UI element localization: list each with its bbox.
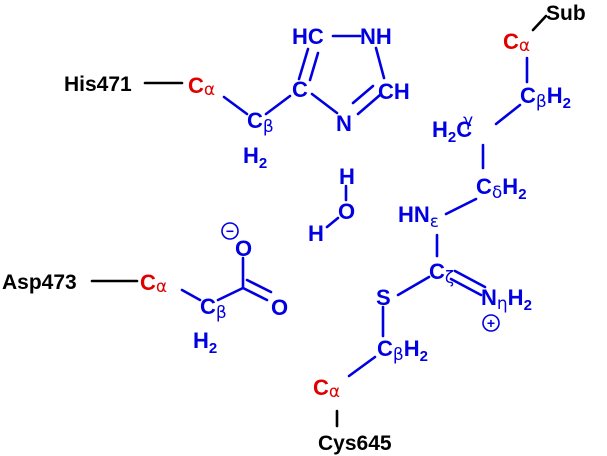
sub-c-beta-h2: CβH2 bbox=[520, 83, 571, 112]
bond-sub-calpha bbox=[531, 14, 548, 32]
positive-charge-sign: + bbox=[487, 315, 495, 331]
alpha-carbons: Cα Cα Cα Cα bbox=[140, 29, 530, 402]
bond-imidazole-c-hc-double bbox=[308, 51, 320, 82]
residue-cys645: Cys645 bbox=[318, 432, 392, 455]
asp-side-chain: Cβ H2 O O − bbox=[193, 222, 288, 357]
his-side-chain: Cβ H2 C HC NH CH N bbox=[243, 24, 410, 172]
negative-charge-badge: − bbox=[221, 222, 239, 240]
residue-his471: His471 bbox=[64, 73, 132, 96]
bond-asp-cgamma-o-double-b bbox=[245, 278, 273, 294]
residue-substrate: Sub bbox=[546, 2, 586, 25]
bond-asp-cgamma-o-double-a bbox=[241, 286, 269, 302]
bond-asp-cbeta-cgamma bbox=[216, 286, 245, 302]
sub-hn-epsilon: HNε bbox=[398, 202, 439, 232]
bond-czeta-neta-b bbox=[453, 269, 487, 289]
water-h-top: H bbox=[339, 164, 355, 189]
bond-imidazole-nh-ch bbox=[374, 46, 386, 80]
cys-c-beta-h2: CβH2 bbox=[377, 336, 428, 365]
sub-c-delta-h2: CδH2 bbox=[476, 174, 527, 203]
cys-s: S bbox=[376, 285, 391, 310]
his-c-alpha: Cα bbox=[188, 73, 215, 100]
positive-charge-circle bbox=[482, 314, 500, 332]
asp-o-minus: O bbox=[235, 236, 252, 261]
water-molecule: H O H bbox=[308, 164, 355, 246]
his-h2-beta: H2 bbox=[243, 143, 267, 172]
imidazole-ch: CH bbox=[378, 79, 410, 104]
bond-his-cbeta-cgamma bbox=[264, 94, 292, 116]
residue-asp473: Asp473 bbox=[2, 271, 77, 294]
water-h-left: H bbox=[308, 221, 324, 246]
his-c-beta: Cβ bbox=[247, 108, 274, 137]
positive-charge-badge: + bbox=[482, 314, 500, 332]
negative-charge-sign: − bbox=[226, 223, 234, 239]
bond-sub-cbeta-cgamma bbox=[494, 103, 522, 126]
asp-c-alpha: Cα bbox=[140, 270, 167, 297]
bond-his-calpha-cbeta bbox=[222, 95, 249, 116]
negative-charge-circle bbox=[221, 222, 239, 240]
asp-h2-beta: H2 bbox=[193, 328, 217, 357]
bond-asp-calpha-cbeta bbox=[180, 288, 202, 302]
bond-sub-cdelta-nepsilon bbox=[444, 197, 478, 216]
bond-czeta-neta-a bbox=[449, 277, 483, 297]
water-o: O bbox=[338, 199, 355, 224]
bond-lines bbox=[90, 14, 548, 428]
cys-c-alpha: Cα bbox=[313, 375, 340, 402]
sub-n-eta-h2: NηH2 bbox=[481, 285, 532, 314]
sub-c-alpha: Cα bbox=[503, 29, 530, 56]
substrate-side-chain: CβH2 H2Cγ CδH2 HNε Cζ NηH2 + bbox=[398, 83, 571, 332]
residue-labels: His471 Asp473 Cys645 Sub bbox=[2, 2, 586, 455]
imidazole-hc: HC bbox=[292, 24, 324, 49]
bond-imidazole-ch-n bbox=[356, 93, 382, 116]
imidazole-c: C bbox=[292, 77, 308, 102]
cys-side-chain: S CβH2 bbox=[376, 285, 428, 365]
bond-cys-cbeta-calpha bbox=[347, 355, 377, 378]
bond-imidazole-ch-n-double bbox=[351, 84, 375, 105]
imidazole-nh: NH bbox=[360, 24, 392, 49]
sub-h2-c-gamma: H2Cγ bbox=[432, 111, 473, 146]
bond-imidazole-n-c bbox=[310, 92, 339, 115]
imidazole-n: N bbox=[336, 111, 352, 136]
bond-czeta-s bbox=[396, 275, 431, 297]
sub-c-zeta: Cζ bbox=[429, 259, 454, 288]
asp-c-beta: Cβ bbox=[200, 294, 227, 323]
asp-o-double: O bbox=[271, 295, 288, 320]
bond-imidazole-c-hc bbox=[297, 47, 310, 81]
bond-water-oh-left bbox=[325, 216, 340, 229]
